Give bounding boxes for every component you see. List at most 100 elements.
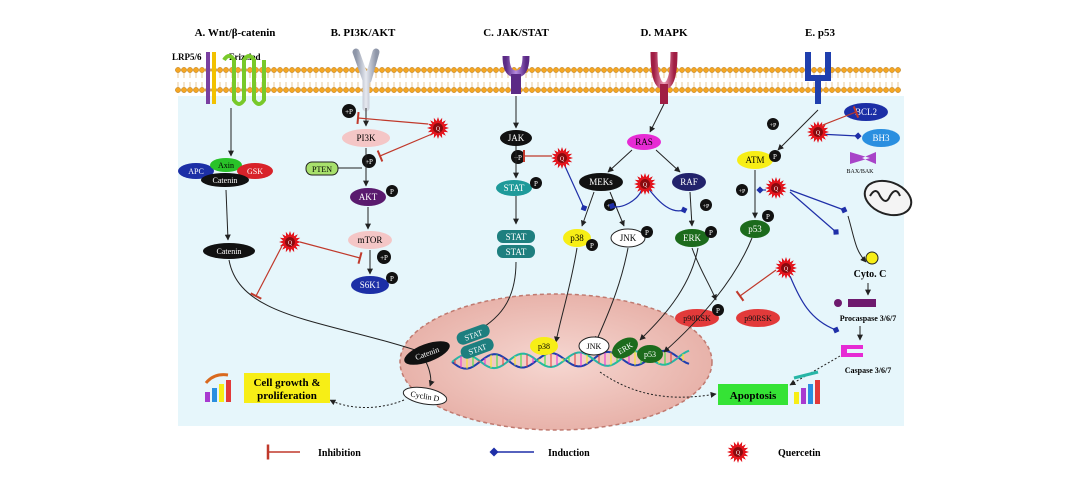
- stat-dimer-2-label: STAT: [506, 247, 527, 257]
- bh3-node: [862, 129, 900, 147]
- lipid-head: [223, 67, 229, 73]
- nucleus-p38-node: [530, 337, 558, 355]
- lipid-head: [757, 67, 763, 73]
- lipid-head: [571, 67, 577, 73]
- lipid-head: [295, 87, 301, 93]
- lipid-head: [889, 87, 895, 93]
- quercetin-letter: Q: [774, 187, 779, 193]
- lipid-head: [487, 67, 493, 73]
- lipid-head: [193, 87, 199, 93]
- lipid-head: [427, 87, 433, 93]
- lipid-head: [559, 87, 565, 93]
- mapk-receptor-stem: [660, 84, 668, 104]
- lipid-head: [247, 87, 253, 93]
- arrow-jnk-nucleus: [595, 247, 629, 343]
- lipid-head: [709, 87, 715, 93]
- lipid-head: [283, 87, 289, 93]
- axin-node: [210, 158, 242, 172]
- lipid-head: [679, 87, 685, 93]
- raf-label: RAF: [680, 177, 698, 187]
- lipid-head: [187, 67, 193, 73]
- stat-dimer-1: [497, 230, 535, 243]
- lipid-head: [439, 67, 445, 73]
- lipid-head: [727, 67, 733, 73]
- jak-plus-p-badge: [511, 150, 525, 164]
- lipid-head: [751, 67, 757, 73]
- lipid-head: [619, 67, 625, 73]
- lipid-head: [793, 87, 799, 93]
- atm-label: ATM: [745, 155, 764, 165]
- lipid-head: [895, 87, 901, 93]
- lipid-head: [307, 67, 313, 73]
- lipid-head: [433, 87, 439, 93]
- lipid-head: [733, 87, 739, 93]
- p90rsk-b-node: [736, 309, 780, 327]
- lipid-head: [553, 67, 559, 73]
- lipid-head: [865, 67, 871, 73]
- lipid-head: [271, 87, 277, 93]
- lipid-head: [499, 87, 505, 93]
- akt-label: AKT: [359, 192, 378, 202]
- caspase-label: Caspase 3/6/7: [845, 366, 891, 375]
- lrp-receptor-b: [212, 52, 216, 104]
- lipid-head: [709, 67, 715, 73]
- lipid-head: [853, 87, 859, 93]
- lipid-head: [865, 87, 871, 93]
- procaspase-bar: [848, 299, 876, 307]
- lipid-head: [805, 87, 811, 93]
- lipid-head: [499, 67, 505, 73]
- atm-node: [737, 151, 773, 169]
- quercetin-icon: Q: [775, 257, 797, 279]
- lipid-head: [835, 67, 841, 73]
- lipid-head: [739, 87, 745, 93]
- arrow-p53-atm: [777, 109, 819, 151]
- lipid-head: [871, 67, 877, 73]
- lipid-head: [235, 87, 241, 93]
- legend-quercetin-label: Quercetin: [778, 448, 821, 459]
- lipid-head: [199, 67, 205, 73]
- quercetin-icon: Q: [551, 147, 573, 169]
- lipid-head: [571, 87, 577, 93]
- lipid-head: [319, 67, 325, 73]
- lipid-head: [385, 67, 391, 73]
- jnk-p-text: P: [645, 229, 649, 237]
- lipid-head: [541, 67, 547, 73]
- growth-box: [244, 373, 330, 403]
- lipid-head: [265, 67, 271, 73]
- lipid-head: [415, 67, 421, 73]
- lipid-head: [457, 67, 463, 73]
- lipid-head: [181, 67, 187, 73]
- pi3k-receptor: [352, 48, 380, 112]
- lipid-head: [403, 67, 409, 73]
- erk-p-badge: [705, 226, 717, 238]
- quercetin-icon: Q: [765, 177, 787, 199]
- jak-plus-p-text: +P: [514, 154, 522, 162]
- lipid-head: [769, 87, 775, 93]
- lipid-head: [271, 67, 277, 73]
- cytoc-icon: [865, 251, 879, 265]
- lipid-head: [823, 87, 829, 93]
- meks-node: [579, 173, 623, 191]
- nucleus-p38-label: p38: [538, 342, 550, 351]
- quercetin-letter: Q: [436, 127, 441, 133]
- lipid-head: [391, 67, 397, 73]
- meks-label: MEKs: [589, 177, 613, 187]
- jak-label: JAK: [508, 133, 525, 143]
- lipid-head: [193, 67, 199, 73]
- lipid-head: [859, 87, 865, 93]
- atm-plus-p-badge: [767, 118, 779, 130]
- jak-receptor-stem: [511, 74, 521, 94]
- lipid-head: [613, 87, 619, 93]
- lipid-head: [463, 87, 469, 93]
- lipid-head: [469, 67, 475, 73]
- lipid-head: [175, 87, 181, 93]
- lipid-head: [313, 87, 319, 93]
- atm-p-text: P: [773, 153, 777, 161]
- nucleus-stat-2: [460, 338, 494, 359]
- lipid-head: [337, 87, 343, 93]
- p53-receptor: [805, 52, 831, 81]
- s6k1-node: [351, 276, 389, 294]
- procaspase-label: Procaspase 3/6/7: [840, 314, 897, 323]
- lipid-head: [793, 67, 799, 73]
- lipid-head: [391, 87, 397, 93]
